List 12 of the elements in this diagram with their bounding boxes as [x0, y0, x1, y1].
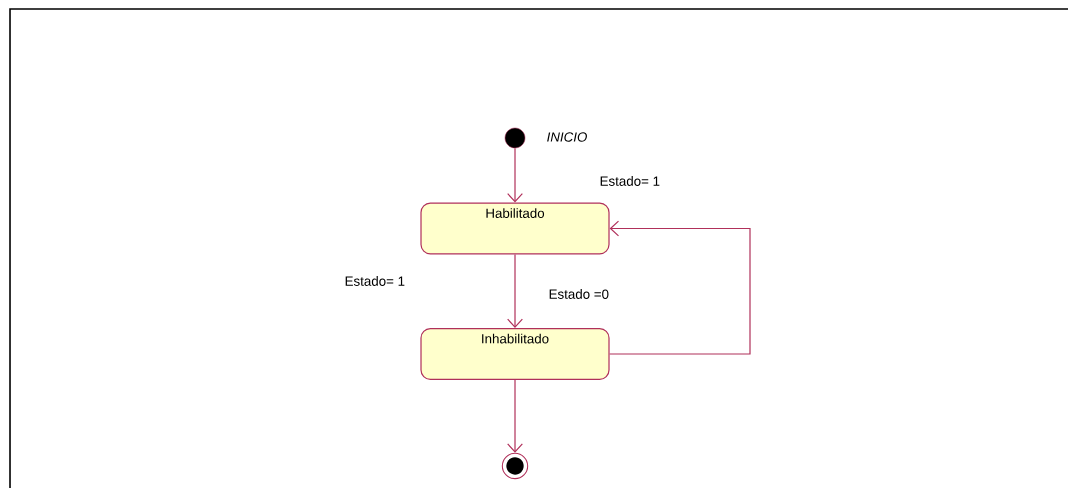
edge-label: Estado =0	[547, 287, 611, 301]
edge-label: Estado= 1	[598, 174, 662, 188]
arrow	[507, 253, 523, 329]
guard-label: Estado= 1	[345, 276, 405, 286]
state-name: INICIO	[547, 132, 587, 142]
final-state	[501, 452, 529, 480]
initial-state	[504, 127, 526, 149]
state-box: Inhabilitado	[420, 328, 610, 380]
arrow	[507, 147, 523, 203]
arrow	[507, 379, 523, 453]
arrow	[609, 220, 751, 355]
state-box: Habilitado	[420, 202, 610, 255]
